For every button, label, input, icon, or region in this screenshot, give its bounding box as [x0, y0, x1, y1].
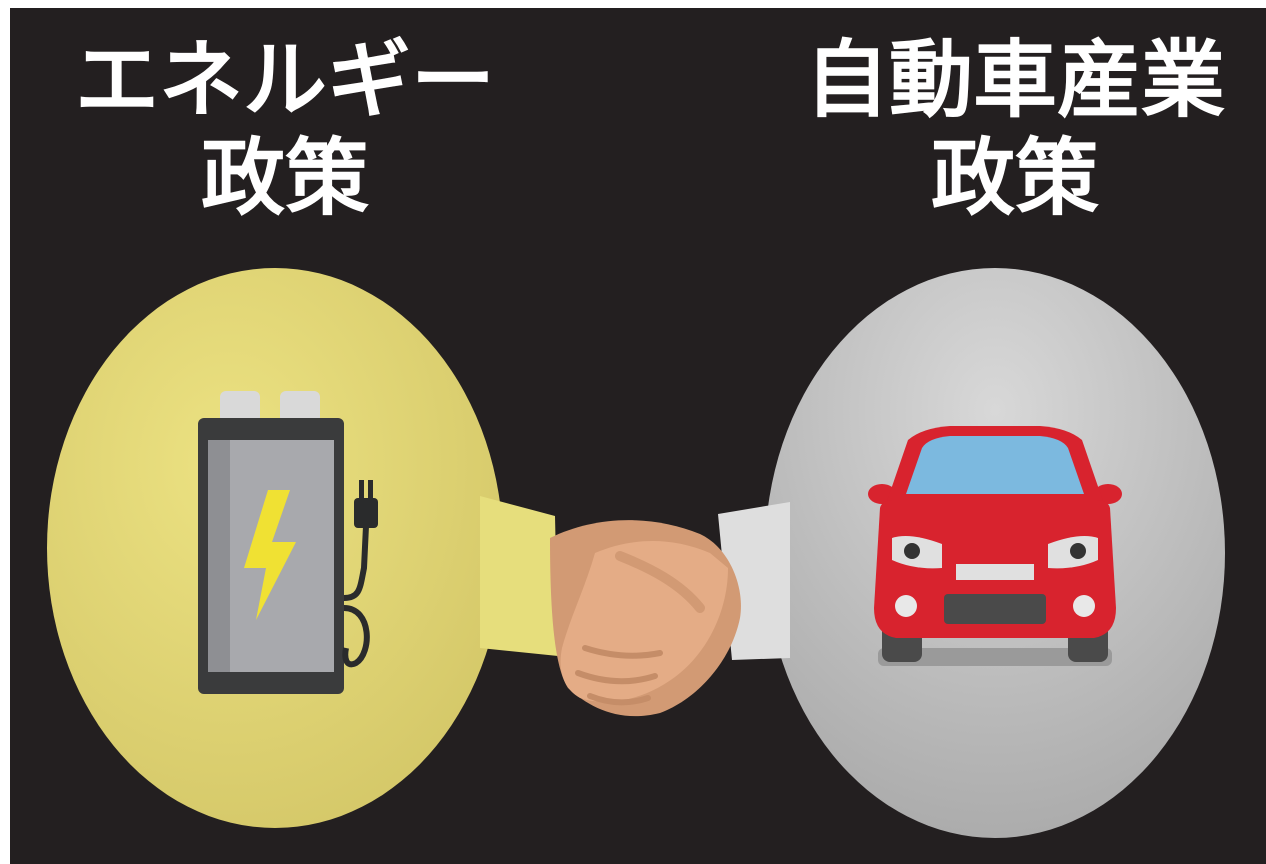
energy-policy-line1: エネルギー — [74, 31, 495, 129]
auto-industry-policy-line2: 政策 — [930, 129, 1099, 227]
energy-policy-heading: エネルギー 政策 — [40, 38, 530, 220]
illustration — [47, 268, 1225, 838]
energy-policy-line2: 政策 — [200, 129, 369, 227]
auto-industry-policy-heading: 自動車産業 政策 — [770, 38, 1260, 220]
red-car-icon — [868, 426, 1122, 666]
handshake-icon — [480, 496, 790, 717]
dark-panel: エネルギー 政策 自動車産業 政策 — [10, 8, 1266, 864]
auto-industry-policy-line1: 自動車産業 — [804, 31, 1225, 129]
battery-charger-icon — [198, 391, 378, 694]
